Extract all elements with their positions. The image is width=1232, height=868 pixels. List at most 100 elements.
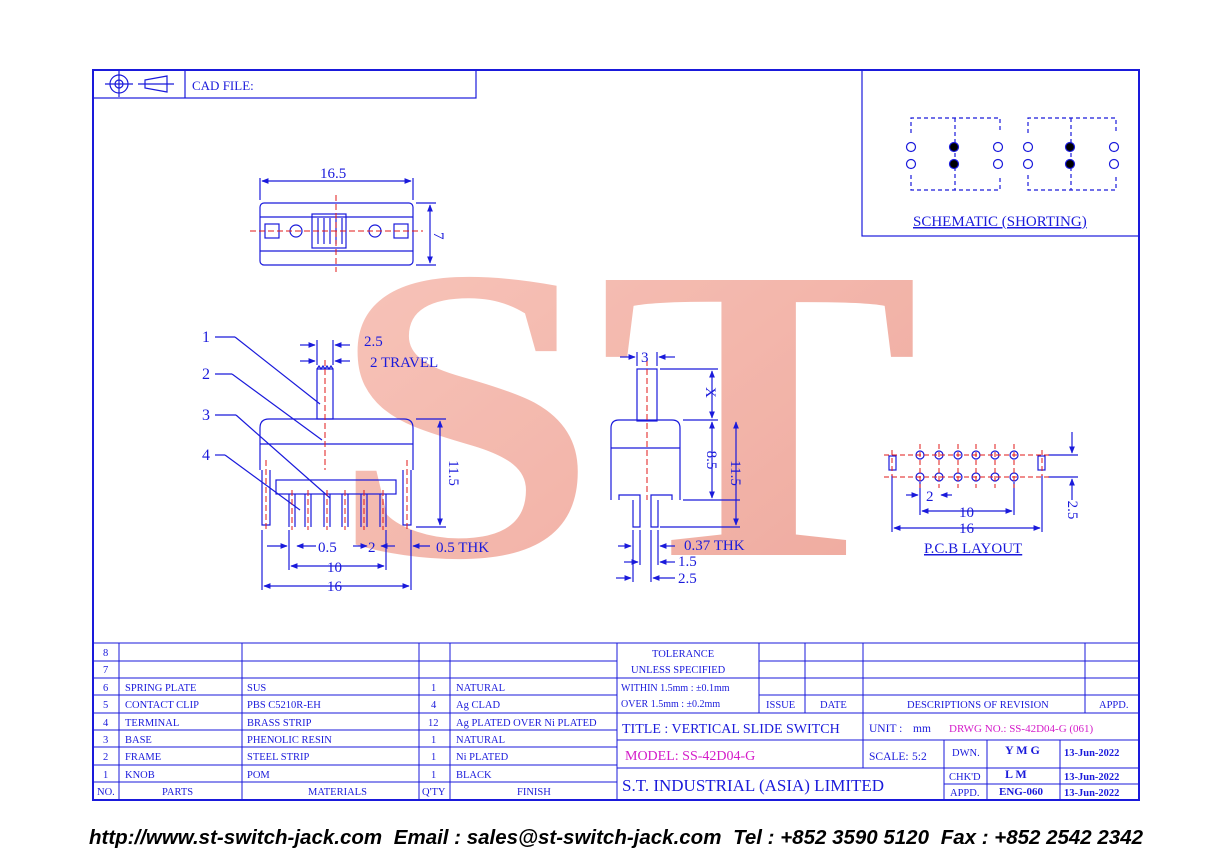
contact-footer: http://www.st-switch-jack.com Email : sa… xyxy=(0,826,1232,850)
pcb-25-dim: 2.5 xyxy=(1064,501,1080,520)
bom-row6-finish: NATURAL xyxy=(456,683,505,694)
bom-row6-part: SPRING PLATE xyxy=(125,683,196,694)
bom-header-qty: Q'TY xyxy=(422,787,446,798)
bom-row3-qty: 1 xyxy=(431,735,436,746)
dwn-label: DWN. xyxy=(952,748,980,759)
side-16-dim: 16 xyxy=(327,579,343,595)
bom-row1-part: KNOB xyxy=(125,770,155,781)
bom-row5-material: PBS C5210R-EH xyxy=(247,700,321,711)
bom-row3-part: BASE xyxy=(125,735,152,746)
bom-row2-material: STEEL STRIP xyxy=(247,752,309,763)
cad-header xyxy=(92,69,477,99)
bom-row4-no: 4 xyxy=(103,718,109,729)
company-name: S.T. INDUSTRIAL (ASIA) LIMITED xyxy=(622,776,884,795)
callout-4: 4 xyxy=(202,447,210,464)
drawing-title: TITLE : VERTICAL SLIDE SWITCH xyxy=(622,722,840,737)
bom-row2-finish: Ni PLATED xyxy=(456,752,509,763)
dwn-date: 13-Jun-2022 xyxy=(1064,748,1119,759)
issue-header: ISSUE xyxy=(766,700,795,711)
bom-row1-qty: 1 xyxy=(431,770,436,781)
pcb-centerlines xyxy=(884,444,1050,488)
bom-row5-finish: Ag CLAD xyxy=(456,700,500,711)
fax-number: Fax : +852 2542 2342 xyxy=(940,826,1144,849)
pin-pitch-dim: 2 xyxy=(368,540,376,556)
end-thk-dim: 0.37 THK xyxy=(684,538,745,554)
side-view xyxy=(215,336,446,590)
end-15-dim: 1.5 xyxy=(678,554,697,570)
pin-width-dim: 0.5 xyxy=(318,540,337,556)
tolerance-label: TOLERANCE xyxy=(652,649,714,660)
bom-row6-no: 6 xyxy=(103,683,108,694)
end-view xyxy=(610,352,740,582)
tolerance-within: WITHIN 1.5mm : ±0.1mm xyxy=(621,683,730,694)
bom-header-finish: FINISH xyxy=(517,787,551,798)
bom-row1-no: 1 xyxy=(103,770,108,781)
chk-date: 13-Jun-2022 xyxy=(1064,772,1119,783)
top-width-dim: 16.5 xyxy=(320,166,346,182)
pcb-16-dim: 16 xyxy=(959,521,975,537)
bom-row3-no: 3 xyxy=(103,735,108,746)
bom-header-materials: MATERIALS xyxy=(308,787,367,798)
bom-row3-finish: NATURAL xyxy=(456,735,505,746)
side-10-dim: 10 xyxy=(327,560,342,576)
revision-header: DESCRIPTIONS OF REVISION xyxy=(907,700,1049,711)
top-view-centerlines xyxy=(250,195,423,272)
knob-width-dim: 2.5 xyxy=(364,334,383,350)
appd-value: ENG-060 xyxy=(999,786,1044,798)
end-115-dim: 11.5 xyxy=(727,460,743,486)
appd-label: APPD. xyxy=(950,788,979,799)
bom-header-parts: PARTS xyxy=(162,787,193,798)
date-header: DATE xyxy=(820,700,847,711)
title-block: TOLERANCE UNLESS SPECIFIED WITHIN 1.5mm … xyxy=(621,649,1128,799)
travel-dim: 2 TRAVEL xyxy=(370,355,438,371)
callout-3: 3 xyxy=(202,407,210,424)
cad-file-label: CAD FILE: xyxy=(192,78,254,93)
unit-value: mm xyxy=(913,723,931,735)
end-25-dim: 2.5 xyxy=(678,571,697,587)
scale-label: SCALE: xyxy=(869,751,909,763)
schematic-title: SCHEMATIC (SHORTING) xyxy=(913,214,1087,230)
bom-row5-part: CONTACT CLIP xyxy=(125,700,199,711)
scale-value: 5:2 xyxy=(912,751,927,763)
model-number: MODEL: SS-42D04-G xyxy=(625,749,755,764)
callout-2: 2 xyxy=(202,366,210,383)
pcb-title: P.C.B LAYOUT xyxy=(924,541,1022,557)
unless-specified-label: UNLESS SPECIFIED xyxy=(631,665,726,676)
schematic-panel xyxy=(861,69,1140,237)
dwn-value: Y M G xyxy=(1005,743,1040,757)
end-85-dim: 8.5 xyxy=(703,451,719,470)
bom-row4-qty: 12 xyxy=(428,718,439,729)
bom-row6-qty: 1 xyxy=(431,683,436,694)
website-link[interactable]: http://www.st-switch-jack.com xyxy=(88,826,383,849)
bom-row4-part: TERMINAL xyxy=(125,718,179,729)
side-height-dim: 11.5 xyxy=(445,460,461,486)
tolerance-over: OVER 1.5mm : ±0.2mm xyxy=(621,699,720,710)
end-x-dim: X xyxy=(702,387,718,398)
sheet-border xyxy=(92,69,1140,801)
pin-thk-dim: 0.5 THK xyxy=(436,540,489,556)
bom-row2-no: 2 xyxy=(103,752,108,763)
pcb-2-dim: 2 xyxy=(926,489,934,505)
email-link[interactable]: Email : sales@st-switch-jack.com xyxy=(393,826,722,849)
bom-row2-part: FRAME xyxy=(125,752,161,763)
pcb-10-dim: 10 xyxy=(959,505,974,521)
chk-value: L M xyxy=(1005,767,1027,781)
st-watermark-logo: ST xyxy=(330,181,920,646)
bom-row2-qty: 1 xyxy=(431,752,436,763)
top-height-dim: 7 xyxy=(430,232,446,240)
end-top-dim: 3 xyxy=(641,350,649,366)
bom-row7-no: 7 xyxy=(103,665,108,676)
bom-row5-qty: 4 xyxy=(431,700,437,711)
side-view-centerlines xyxy=(265,360,408,530)
phone-number: Tel : +852 3590 5120 xyxy=(733,826,929,849)
bom-header-no: NO. xyxy=(97,787,115,798)
bom-table-grid xyxy=(93,642,1139,800)
drawing-number: DRWG NO.: SS-42D04-G (061) xyxy=(949,723,1094,735)
bom-row4-finish: Ag PLATED OVER Ni PLATED xyxy=(456,718,597,729)
appd-header: APPD. xyxy=(1099,700,1128,711)
svg-text:ST: ST xyxy=(330,181,920,646)
bom-row4-material: BRASS STRIP xyxy=(247,718,312,729)
appd-date: 13-Jun-2022 xyxy=(1064,788,1119,799)
bom-row8-no: 8 xyxy=(103,648,108,659)
